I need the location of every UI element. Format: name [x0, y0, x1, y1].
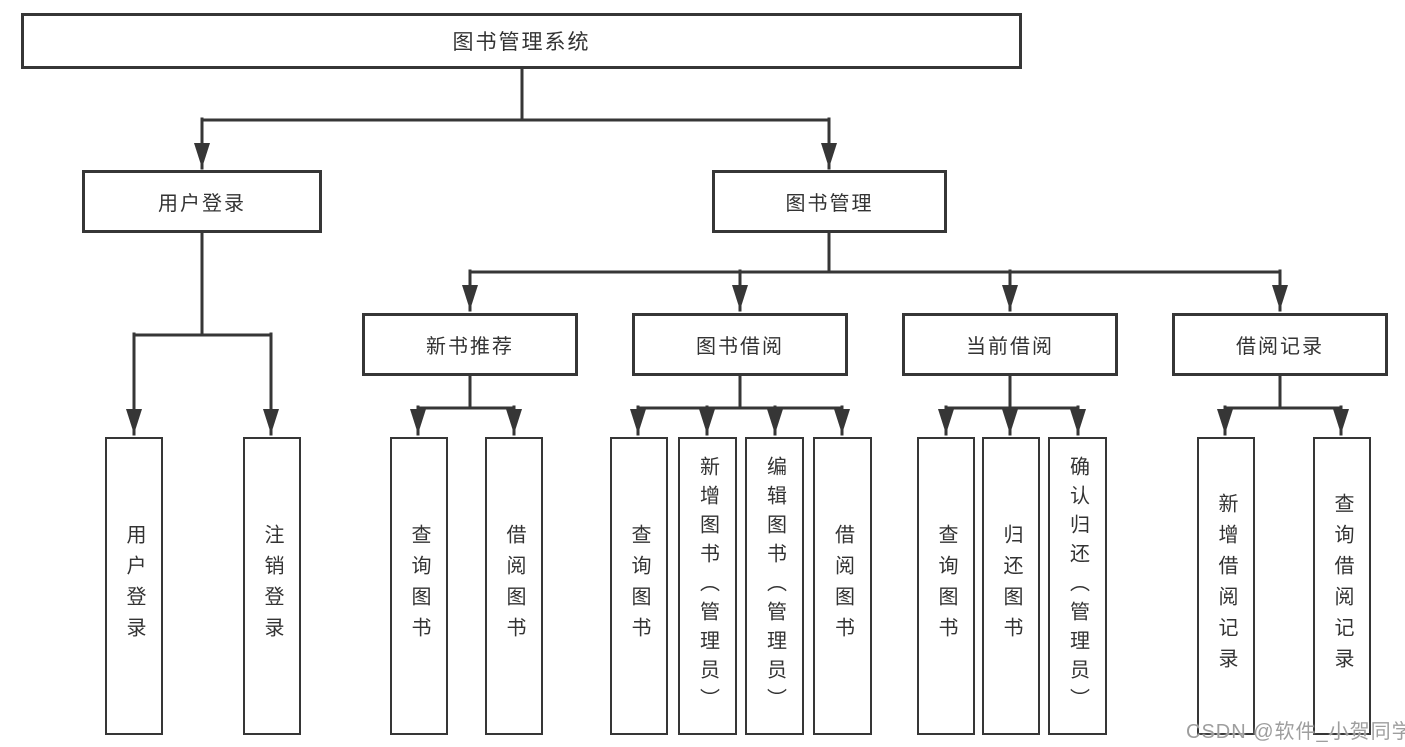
node-book-management: 图书管理: [712, 170, 947, 233]
node-borrow-record: 借阅记录: [1172, 313, 1388, 376]
node-user-login: 用户登录: [82, 170, 322, 233]
node-leaf-add-book-admin: 新增图书（管理员）: [678, 437, 737, 735]
node-leaf-logout: 注销登录: [243, 437, 301, 735]
connector-borrow-record-children: [1217, 374, 1349, 436]
node-leaf-query-borrow-record: 查询借阅记录: [1313, 437, 1371, 735]
node-leaf-borrow-book-2: 借阅图书: [813, 437, 872, 735]
node-leaf-query-book-1: 查询图书: [390, 437, 448, 735]
node-leaf-user-login: 用户登录: [105, 437, 163, 735]
node-leaf-return-book: 归还图书: [982, 437, 1040, 735]
node-leaf-confirm-return-admin: 确认归还（管理员）: [1048, 437, 1107, 735]
node-new-book-recommend: 新书推荐: [362, 313, 578, 376]
node-leaf-add-borrow-record: 新增借阅记录: [1197, 437, 1255, 735]
connector-root-to-level2: [194, 67, 837, 170]
connector-borrow-children: [630, 374, 850, 436]
node-leaf-borrow-book-1: 借阅图书: [485, 437, 543, 735]
node-library-system: 图书管理系统: [21, 13, 1022, 69]
node-current-borrow: 当前借阅: [902, 313, 1118, 376]
node-book-borrow: 图书借阅: [632, 313, 848, 376]
node-leaf-query-book-2: 查询图书: [610, 437, 668, 735]
connector-book-mgmt-to-sections: [462, 231, 1288, 312]
watermark: CSDN @软件_小贺同学: [1186, 721, 1405, 743]
connector-user-login-children: [126, 231, 279, 436]
connector-new-book-children: [410, 374, 522, 436]
node-leaf-query-book-3: 查询图书: [917, 437, 975, 735]
connector-current-borrow-children: [938, 374, 1086, 436]
node-leaf-edit-book-admin: 编辑图书（管理员）: [745, 437, 804, 735]
